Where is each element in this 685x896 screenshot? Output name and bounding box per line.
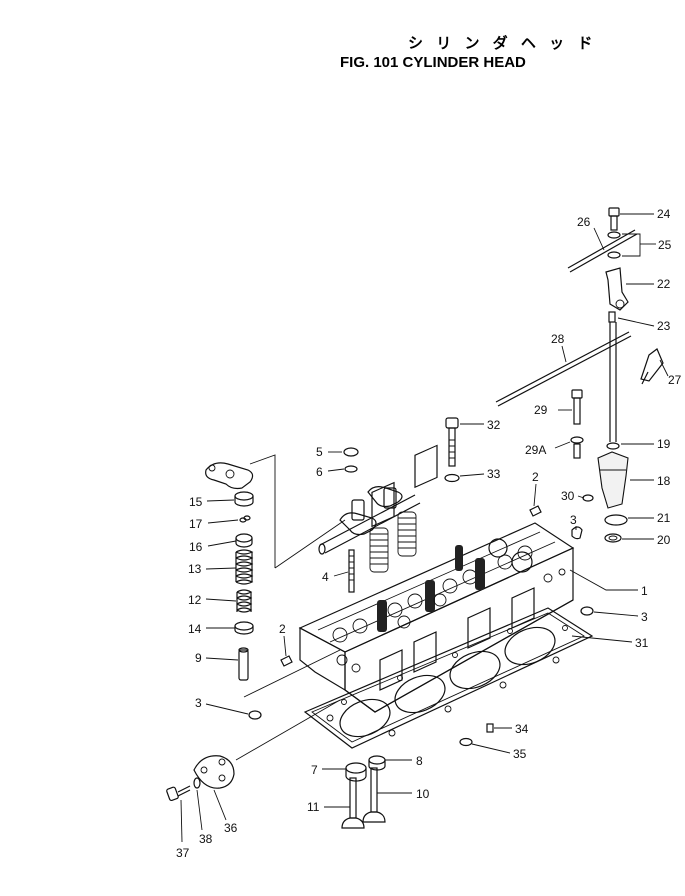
- callout-12: 12: [188, 593, 202, 607]
- callout-18: 18: [657, 474, 671, 488]
- callout-34: 34: [515, 722, 529, 736]
- callout-36: 36: [224, 821, 238, 835]
- callout-2-lower: 2: [279, 622, 286, 636]
- bolt-37: [166, 785, 191, 802]
- callout-38: 38: [199, 832, 213, 846]
- plug-3: [248, 526, 594, 720]
- callout-29: 29: [534, 403, 548, 417]
- callout-15: 15: [189, 495, 203, 509]
- cylinder-head-body: [298, 444, 575, 713]
- rocker-shaft-assembly: [318, 447, 421, 573]
- callout-10: 10: [416, 787, 430, 801]
- callout-26: 26: [577, 215, 591, 229]
- small-plugs-34-35: [459, 723, 494, 747]
- callout-33: 33: [487, 467, 501, 481]
- cover-plate-36: [193, 755, 235, 789]
- callout-3-right: 3: [641, 610, 648, 624]
- title-japanese: シ リ ン ダ ヘ ッ ド: [408, 34, 596, 52]
- callout-11: 11: [307, 800, 320, 814]
- callout-5: 5: [316, 445, 323, 459]
- callout-30: 30: [561, 489, 575, 503]
- callout-14: 14: [188, 622, 202, 636]
- callout-20: 20: [657, 533, 671, 547]
- callout-23: 23: [657, 319, 671, 333]
- title-english: FIG. 101 CYLINDER HEAD: [340, 54, 526, 71]
- callout-16: 16: [189, 540, 203, 554]
- rocker-arm-detached: [205, 462, 254, 490]
- callout-3-mid: 3: [570, 513, 577, 527]
- head-bolt-32: [444, 417, 460, 483]
- callout-32: 32: [487, 418, 501, 432]
- callout-3-lower: 3: [195, 696, 202, 710]
- callout-1: 1: [641, 584, 648, 598]
- callout-6: 6: [316, 465, 323, 479]
- callout-29a: 29A: [525, 443, 546, 457]
- callout-2-upper: 2: [532, 470, 539, 484]
- callout-24: 24: [657, 207, 671, 221]
- callout-4: 4: [322, 570, 329, 584]
- callout-21: 21: [657, 511, 671, 525]
- callout-19: 19: [657, 437, 671, 451]
- callout-31: 31: [635, 636, 649, 650]
- valves: [341, 755, 386, 829]
- injector-assembly: [495, 207, 664, 543]
- callout-13: 13: [188, 562, 202, 576]
- callout-labels: 24 25 26 22 23 27 28 29 29A 19 18 30 21 …: [176, 207, 682, 860]
- callout-22: 22: [657, 277, 671, 291]
- callout-17: 17: [189, 517, 203, 531]
- plug-2: [280, 505, 542, 667]
- callout-28: 28: [551, 332, 565, 346]
- callout-27: 27: [668, 373, 682, 387]
- callout-8: 8: [416, 754, 423, 768]
- valve-spring-stack: [234, 491, 254, 681]
- callout-35: 35: [513, 747, 527, 761]
- washer-38: [193, 777, 201, 789]
- head-gasket: [303, 607, 594, 749]
- stud-bolt: [348, 549, 355, 593]
- leader-lines: [180, 213, 669, 843]
- callout-7: 7: [311, 763, 318, 777]
- callout-37: 37: [176, 846, 190, 860]
- callout-9: 9: [195, 651, 202, 665]
- callout-25: 25: [658, 238, 672, 252]
